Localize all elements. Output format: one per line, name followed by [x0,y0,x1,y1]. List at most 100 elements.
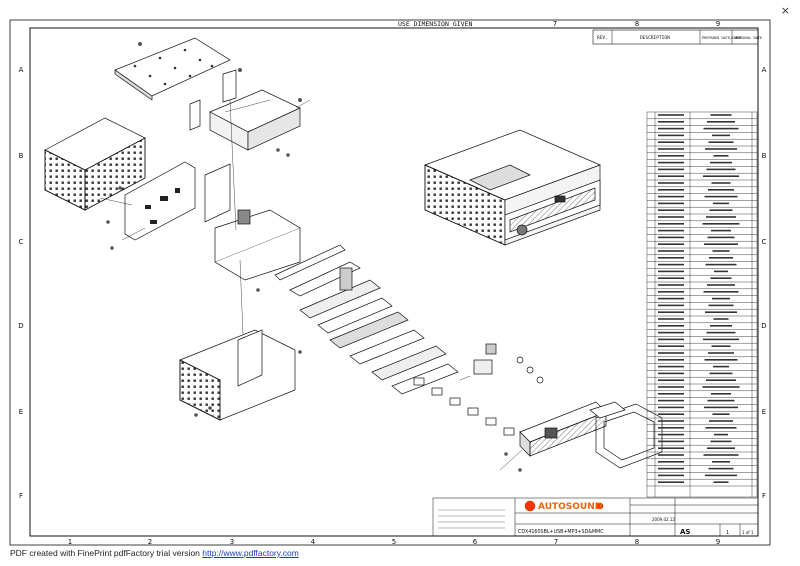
row-label-right: B [762,152,767,160]
faceplate-stack [274,244,459,395]
part-code-mark [658,399,684,402]
bottom-col-label: 7 [554,538,558,546]
row-label-left: B [19,152,24,160]
part-name-mark [711,182,731,184]
bracket-part [222,69,237,103]
part-name-mark [708,467,734,470]
part-name-mark [712,297,730,300]
part-name-mark [711,345,731,347]
row-label-left: E [19,408,23,416]
part-code-mark [658,297,684,300]
part-name-mark [709,257,733,259]
part-name-mark [709,420,733,422]
assembled-unit-illustration [424,129,601,246]
part-code-mark [658,454,684,456]
part-name-mark [707,236,735,239]
part-code-mark [658,175,684,177]
close-icon[interactable]: × [780,4,790,17]
part-name-mark [704,406,738,409]
part-code-mark [658,127,684,130]
parts-art [44,37,663,472]
part-code-mark [658,202,684,205]
part-code-mark [658,291,684,293]
row-label-right: C [762,238,767,246]
part-name-mark [702,223,740,225]
part-name-mark [703,127,739,130]
part-name-mark [707,399,735,402]
pdffactory-link[interactable]: http://www.pdffactory.com [202,548,299,558]
part-code-mark [658,433,684,436]
part-name-mark [713,318,729,320]
part-code-mark [658,263,684,266]
part-name-mark [710,440,732,443]
part-code-mark [658,189,684,191]
panel-knob-part [544,427,558,439]
part-code-mark [658,345,684,347]
part-name-mark [711,229,731,232]
bottom-col-label: 5 [392,538,396,546]
part-name-mark [712,250,730,252]
part-name-mark [705,263,737,266]
row-label-left: D [18,322,23,330]
part-code-mark [658,386,684,388]
part-name-mark [704,243,738,245]
part-name-mark [708,304,734,307]
part-code-mark [658,161,684,164]
bottom-col-label: 1 [68,538,72,546]
part-code-mark [658,114,684,116]
part-code-mark [658,277,684,279]
part-code-mark [658,257,684,259]
top-col-label: 7 [553,20,557,28]
part-name-mark [714,270,728,273]
row-label-left: C [19,238,24,246]
part-code-mark [658,270,684,273]
part-code-mark [658,481,684,483]
bottom-col-label: 4 [311,538,316,546]
revision-block: USE DIMENSION GIVEN REV. DESCRIPTION PRE… [398,20,762,45]
part-name-mark [705,311,737,313]
part-name-mark [706,379,736,381]
drawing-scale: 1 [726,530,729,536]
part-name-mark [706,331,736,334]
part-name-mark [703,338,739,341]
part-code-mark [658,209,684,211]
brand-name: AUTOSOUND [538,502,602,512]
part-code-mark [658,134,684,137]
bottom-col-label: 8 [635,538,639,546]
part-name-mark [702,386,740,388]
part-name-mark [703,454,739,456]
part-name-mark [705,427,737,429]
part-code-mark [658,148,684,150]
part-code-mark [658,393,684,395]
part-code-mark [658,155,684,157]
part-name-mark [706,216,736,218]
control-knob-part [339,267,353,291]
part-code-mark [658,365,684,368]
part-code-mark [658,440,684,443]
button-parts [413,343,544,436]
part-code-mark [658,182,684,184]
model-number: CDX4160SBL+USB+MP3+SD&MMC [518,529,604,535]
drawing-date: 2009.02.12 [652,517,675,522]
part-name-mark [706,168,736,171]
part-code-mark [658,467,684,470]
part-name-mark [707,447,735,449]
drawing-frame [9,19,771,546]
part-name-mark [710,161,732,164]
part-code-mark [658,420,684,422]
part-name-mark [705,148,737,150]
bottom-col-label: 6 [473,538,478,546]
part-name-mark [714,433,728,436]
top-col-label: 8 [635,20,639,28]
part-name-mark [711,393,731,395]
autosound-logo-icon [524,500,536,512]
footer-text: PDF created with FinePrint pdfFactory tr… [10,548,203,558]
approval-label: APPROVAL DATE [734,36,762,40]
part-code-mark [658,250,684,252]
part-name-mark [710,325,732,327]
part-name-mark [712,461,730,463]
part-name-mark [713,365,729,368]
row-label-left: F [19,492,23,500]
grid-labels: 7 8 9 1 2 3 4 5 6 7 8 9 A B C D E F A B … [18,20,766,546]
